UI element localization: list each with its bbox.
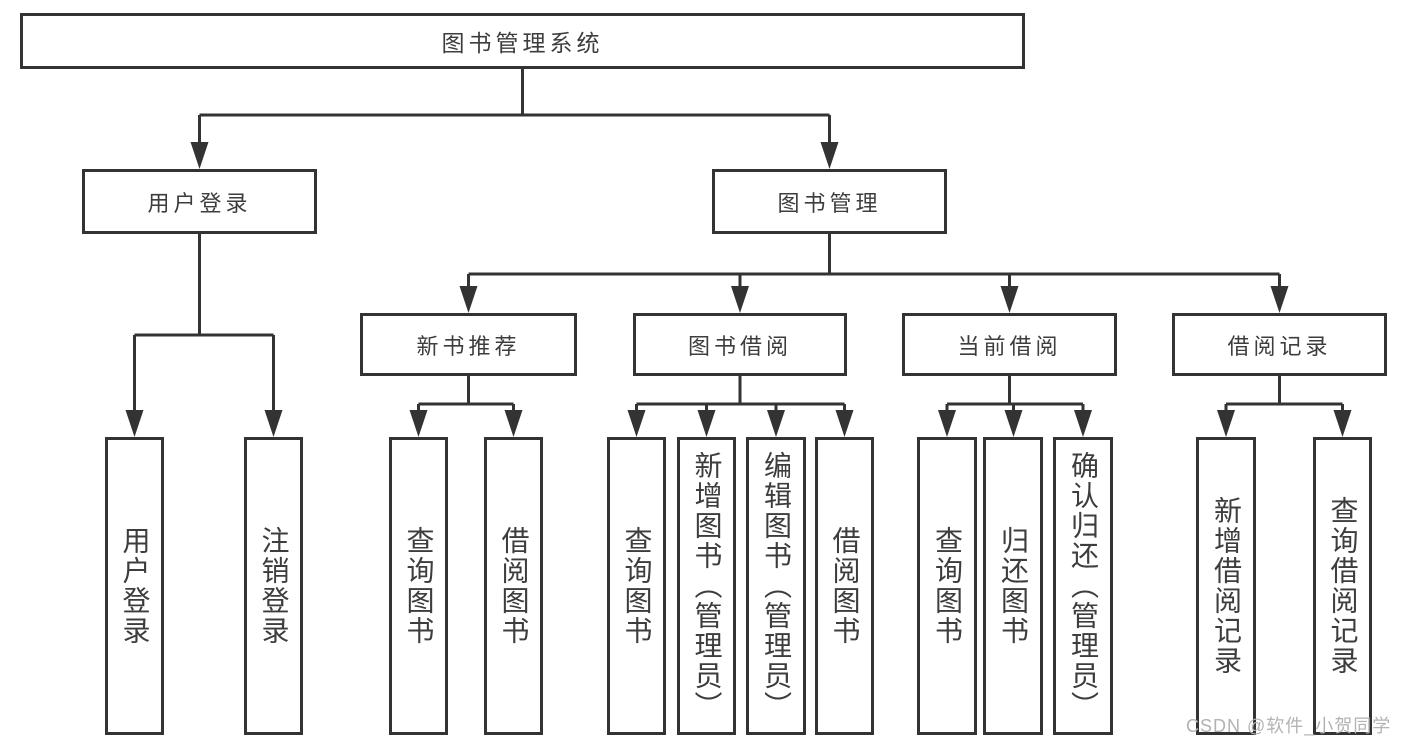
node-label: 归还图书: [998, 526, 1029, 646]
leaf-logout: 注销登录: [244, 437, 303, 735]
node-borrowing-records: 借阅记录: [1172, 313, 1387, 376]
node-label: 注销登录: [258, 526, 290, 646]
node-label: 图书借阅: [687, 333, 792, 359]
node-label: 新书推荐: [416, 333, 521, 359]
leaf-query-books-borrow: 查询图书: [607, 437, 666, 735]
node-label: 用户登录: [147, 190, 252, 216]
leaf-query-books-current: 查询图书: [917, 437, 977, 735]
node-label: 编辑图书（管理员）: [761, 451, 792, 721]
node-label: 新增图书（管理员）: [691, 451, 723, 721]
node-current-borrowing: 当前借阅: [902, 313, 1117, 376]
node-label: 图书管理: [777, 190, 882, 216]
node-user-login: 用户登录: [82, 169, 317, 234]
leaf-borrow-books: 借阅图书: [815, 437, 874, 735]
leaf-return-books: 归还图书: [983, 437, 1043, 735]
leaf-borrow-books-recommend: 借阅图书: [484, 437, 543, 735]
node-label: 查询借阅记录: [1327, 496, 1359, 676]
node-label: 借阅图书: [498, 526, 530, 646]
node-book-borrowing: 图书借阅: [633, 313, 847, 376]
node-label: 借阅记录: [1227, 333, 1332, 359]
node-label: 新增借阅记录: [1211, 496, 1242, 676]
node-label: 查询图书: [932, 526, 963, 646]
csdn-watermark: CSDN @软件_小贺同学: [1186, 716, 1392, 736]
node-label: 确认归还（管理员）: [1068, 451, 1099, 721]
leaf-user-login: 用户登录: [105, 437, 164, 735]
node-label: 用户登录: [119, 526, 151, 646]
leaf-add-borrow-record: 新增借阅记录: [1196, 437, 1256, 735]
node-new-book-recommend: 新书推荐: [360, 313, 577, 376]
node-library-system: 图书管理系统: [20, 13, 1025, 69]
leaf-query-borrow-record: 查询借阅记录: [1313, 437, 1372, 735]
leaf-query-books-recommend: 查询图书: [389, 437, 448, 735]
leaf-edit-books-admin: 编辑图书（管理员）: [746, 437, 806, 735]
node-book-management: 图书管理: [712, 169, 947, 234]
node-label: 查询图书: [621, 526, 653, 646]
leaf-confirm-return-admin: 确认归还（管理员）: [1053, 437, 1113, 735]
leaf-add-books-admin: 新增图书（管理员）: [677, 437, 736, 735]
node-label: 图书管理系统: [441, 30, 604, 56]
node-label: 当前借阅: [957, 333, 1062, 359]
node-label: 查询图书: [403, 526, 435, 646]
node-label: 借阅图书: [829, 526, 861, 646]
